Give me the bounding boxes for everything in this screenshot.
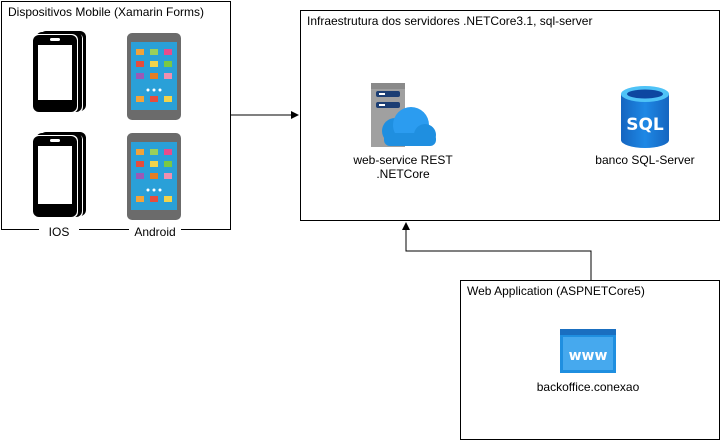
webservice-label-line2: .NETCore: [376, 167, 430, 181]
sql-icon-text: SQL: [626, 115, 664, 135]
ios-label: IOS: [39, 225, 79, 239]
webapp-to-infra-arrow: [402, 222, 592, 280]
webservice-label-line1: web-service REST: [353, 153, 453, 167]
database-label: banco SQL-Server: [595, 153, 695, 167]
sql-database-icon: SQL: [621, 86, 669, 148]
server-infrastructure-group: Infraestrutura dos servidores .NETCore3.…: [300, 10, 720, 221]
ios-phone-icon-2: [32, 132, 86, 218]
mobile-devices-group: Dispositivos Mobile (Xamarin Forms): [1, 1, 231, 239]
android-phone-icon-2: [127, 133, 181, 220]
www-icon-text: www: [569, 348, 608, 364]
webapp-group-title: Web Application (ASPNETCore5): [467, 284, 645, 298]
web-application-group: Web Application (ASPNETCore5) www backof…: [460, 280, 720, 440]
infra-group-title: Infraestrutura dos servidores .NETCore3.…: [307, 14, 593, 28]
mobile-group-title: Dispositivos Mobile (Xamarin Forms): [8, 5, 205, 19]
ios-phone-icon: [32, 31, 86, 113]
webapp-label: backoffice.conexao: [536, 380, 640, 394]
webservice-server-cloud-icon: [371, 83, 436, 147]
android-phone-icon: [127, 33, 181, 120]
android-label: Android: [129, 225, 181, 239]
www-browser-icon: www: [560, 329, 616, 373]
